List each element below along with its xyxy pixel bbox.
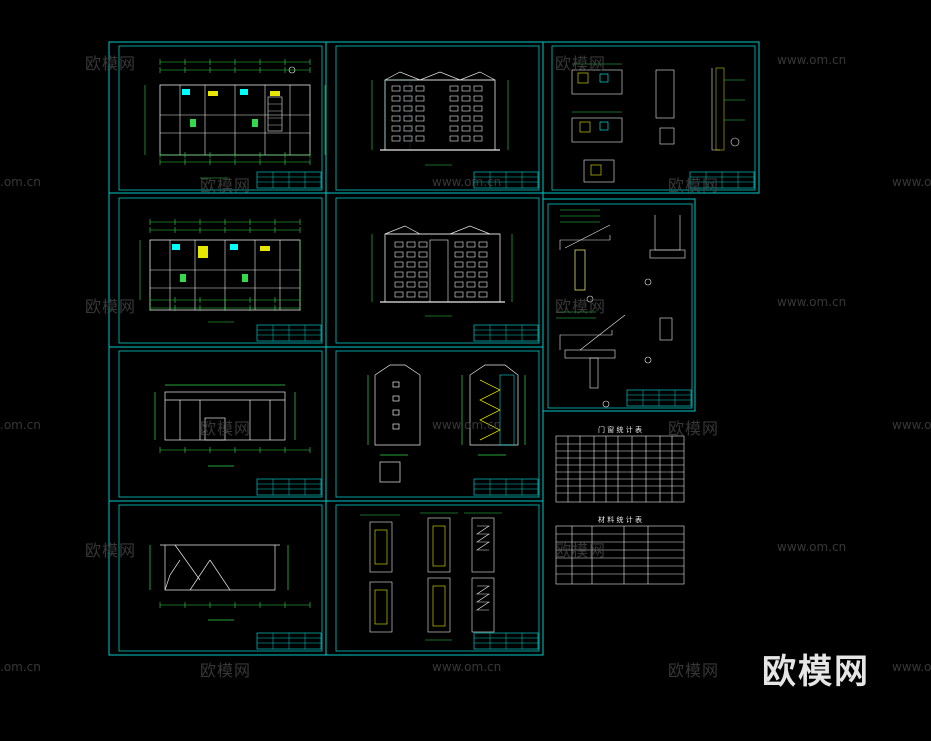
sheet-floor-plan-2 <box>139 218 301 323</box>
inner-frames <box>118 45 756 652</box>
door-window-table <box>555 435 685 503</box>
sheet-stair-details <box>360 512 502 641</box>
sheet-front-elevation <box>371 71 509 166</box>
sheet-rear-elevation <box>371 225 513 317</box>
door-window-table-title: 门 窗 统 计 表 <box>598 425 642 434</box>
material-table-title: 材 料 统 计 表 <box>598 515 642 524</box>
sheet-bathroom-details <box>571 63 745 183</box>
material-table <box>555 525 685 585</box>
site-logo: 欧模网 <box>762 652 870 692</box>
sheet-roof-plan <box>154 384 311 467</box>
sheet-wall-details <box>556 209 686 408</box>
sheet-side-elevation-section <box>367 364 526 483</box>
sheet-frames <box>108 41 760 656</box>
sheet-section <box>149 544 311 621</box>
sheet-floor-plan-1 <box>144 58 326 179</box>
